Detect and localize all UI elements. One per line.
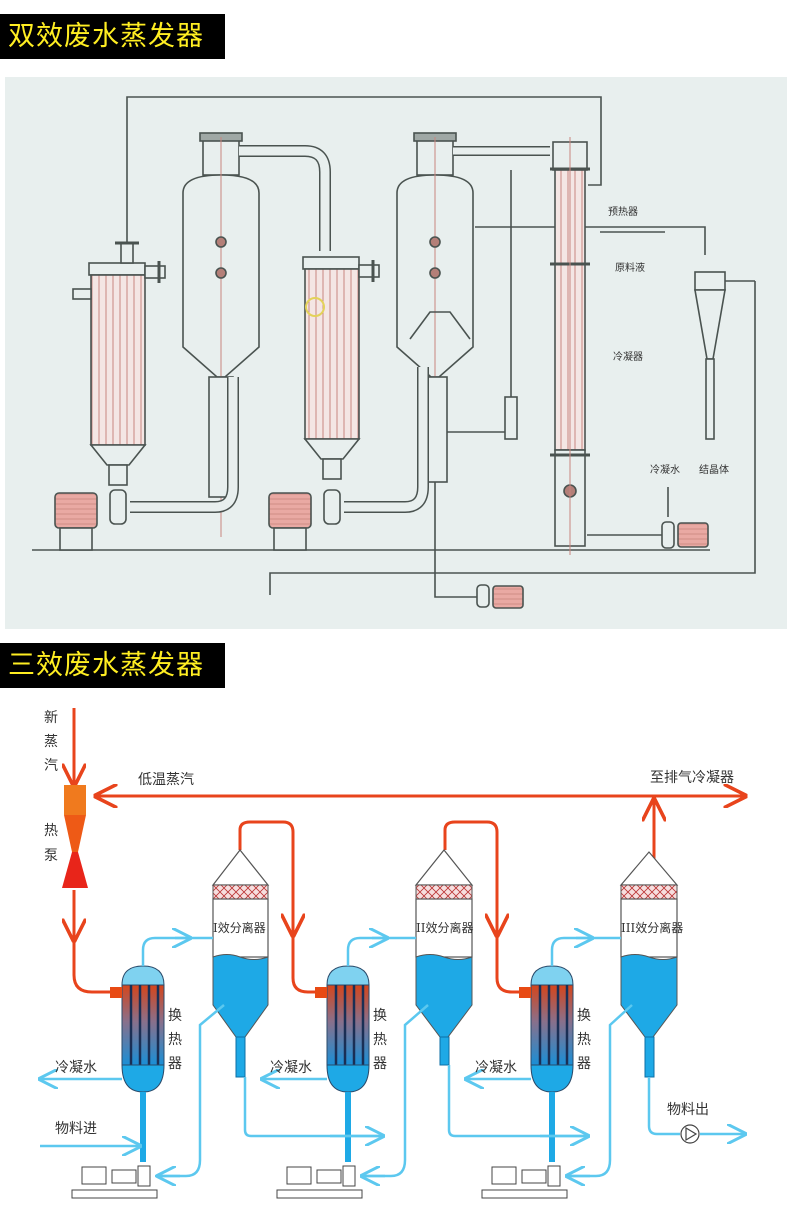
circulation-pump-3	[481, 1165, 568, 1199]
heat-pump	[62, 785, 88, 888]
label-separator-1: I效分离器	[213, 920, 266, 935]
discharge-pump-icon	[680, 1124, 700, 1144]
steam-to-hx1	[72, 890, 110, 994]
label-condensate-1: 冷凝水	[55, 1060, 97, 1076]
top-return-line	[126, 96, 602, 247]
pump-motor-4	[587, 487, 709, 549]
label-hx1-2: 热	[168, 1032, 182, 1048]
label-hx2-2: 热	[373, 1032, 387, 1048]
label-hx3-2: 热	[577, 1032, 591, 1048]
label-hx1-1: 换	[168, 1007, 182, 1024]
liquid-lines	[40, 938, 745, 1176]
steam-lines	[72, 708, 745, 994]
circulation-pump-1	[71, 1165, 158, 1199]
piping	[32, 96, 756, 595]
label-hx1-3: 器	[168, 1056, 182, 1072]
pump-motor-3	[434, 482, 524, 609]
label-heat-pump-2: 泵	[44, 848, 58, 864]
label-preheater: 预热器	[608, 205, 638, 218]
sep2-to-hx3	[443, 820, 522, 994]
separator-3	[619, 851, 679, 1078]
heat-exchanger-3	[519, 965, 574, 1162]
heater-1	[72, 241, 166, 486]
right-crystal-line	[269, 281, 756, 595]
label-hx2-1: 换	[373, 1007, 387, 1024]
separator-1	[211, 849, 270, 1078]
separator-2	[414, 849, 474, 1066]
label-cooling-water: 冷凝水	[650, 463, 680, 476]
label-material-out: 物料出	[667, 1102, 709, 1118]
label-fresh-steam-3: 汽	[44, 758, 58, 774]
heat-exchanger-1	[110, 965, 165, 1162]
section-title-double-effect: 双效废水蒸发器	[0, 14, 225, 59]
label-feed-liquid: 原料液	[615, 261, 645, 274]
double-effect-schematic: 预热器 原料液 冷凝器 冷凝水 结晶体	[5, 77, 787, 629]
condenser-column	[550, 137, 590, 555]
label-hx2-3: 器	[373, 1056, 387, 1072]
label-condensate-3: 冷凝水	[475, 1060, 517, 1076]
label-crystal: 结晶体	[699, 463, 729, 476]
label-separator-3: III效分离器	[621, 920, 683, 935]
circulation-pump-2	[276, 1165, 363, 1199]
label-to-exhaust-condenser: 至排气冷凝器	[650, 770, 734, 786]
label-material-in: 物料进	[55, 1121, 97, 1137]
heat-exchanger-2	[315, 965, 370, 1162]
pump-motor-2	[268, 367, 429, 551]
pump-motor-1	[54, 377, 239, 551]
label-separator-2: II效分离器	[416, 920, 473, 935]
label-hx3-1: 换	[577, 1007, 591, 1024]
preheater-outlet	[475, 226, 706, 255]
label-low-temp-steam: 低温蒸汽	[138, 772, 194, 788]
label-fresh-steam-2: 蒸	[44, 734, 58, 750]
heater-2	[302, 256, 380, 480]
section-title-triple-effect: 三效废水蒸发器	[0, 643, 225, 688]
label-heat-pump-1: 热	[44, 823, 58, 839]
small-tank	[504, 396, 518, 440]
label-condensate-2: 冷凝水	[270, 1060, 312, 1076]
label-condenser: 冷凝器	[613, 350, 643, 363]
sep1-to-hx2	[238, 820, 318, 994]
cyclone-separator	[694, 271, 726, 440]
triple-effect-flow-diagram: 新 蒸 汽 热 泵 低温蒸汽 至排气冷凝器 I效分离器 II效分离器 III效分…	[0, 708, 790, 1199]
label-fresh-steam-1: 新	[44, 710, 58, 726]
label-hx3-3: 器	[577, 1056, 591, 1072]
